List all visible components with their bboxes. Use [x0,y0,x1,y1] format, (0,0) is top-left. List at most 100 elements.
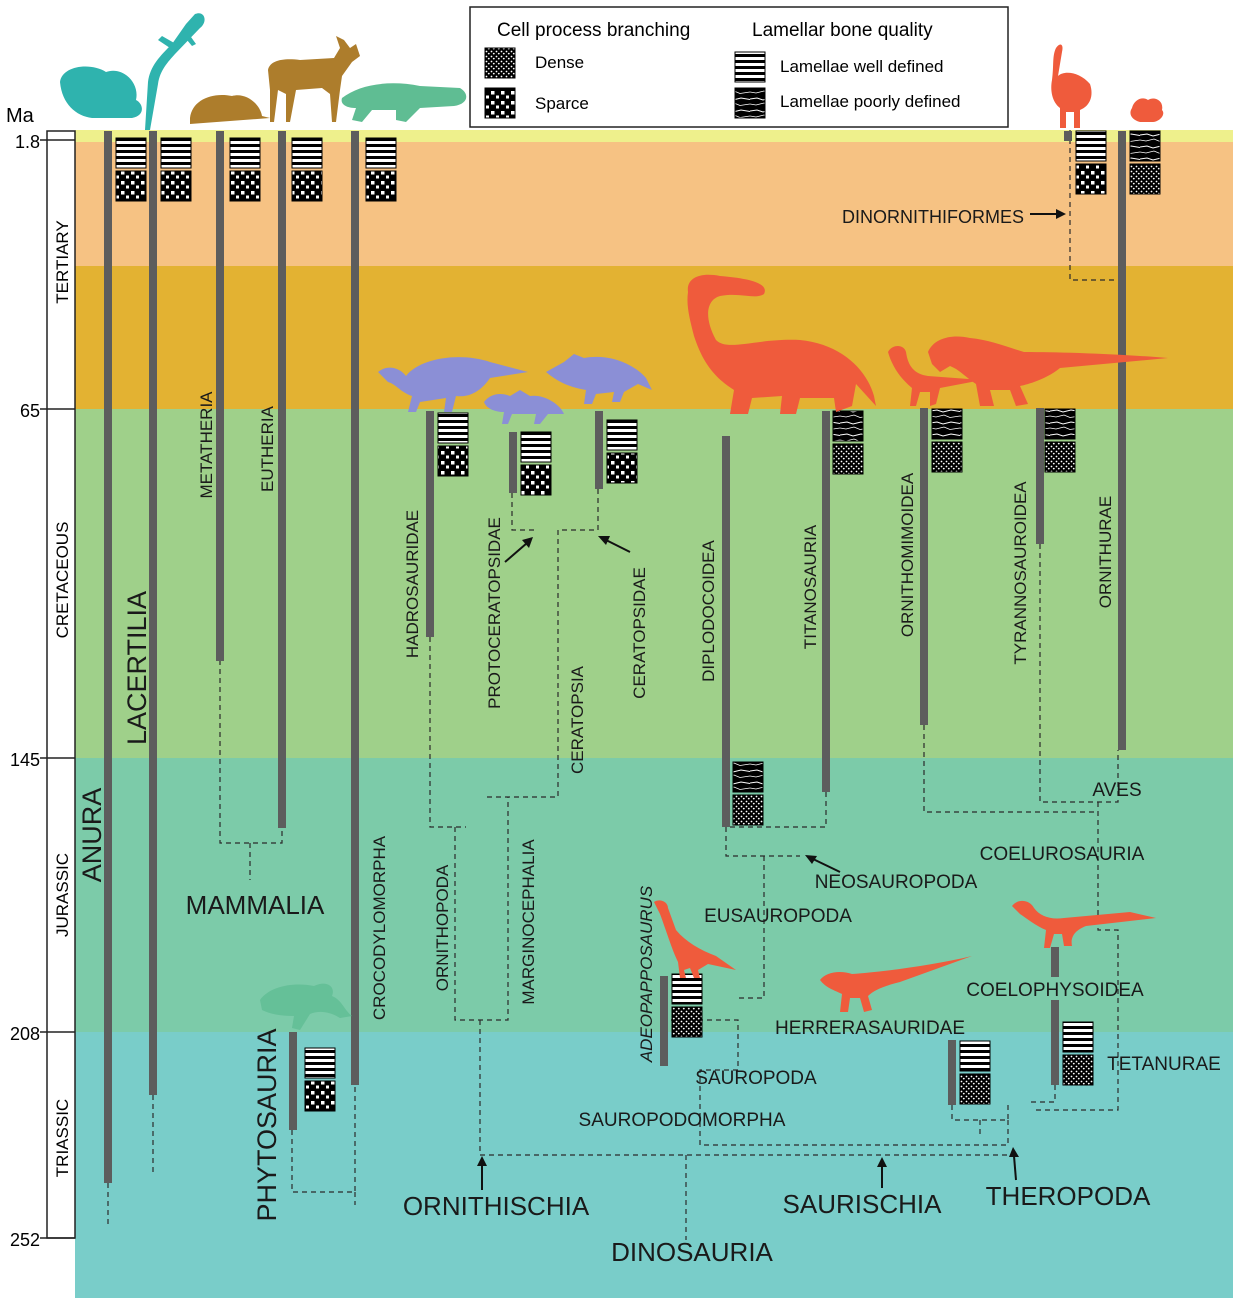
legend-well-swatch [735,52,765,82]
lacertilia-lamellae-swatch [161,138,191,168]
dinornithiformes-cell-swatch [1076,164,1106,194]
label-titanosauria: TITANOSAURIA [801,524,820,649]
bar-herrerasauridae [948,1040,956,1105]
diplodocoidea-lamellae-swatch [733,762,763,792]
anura-cell-swatch [116,171,146,201]
legend-well-label: Lamellae well defined [780,57,944,76]
bar-coelophysoidea-upper [1051,947,1059,977]
label-coelurosauria: COELUROSAURIA [980,844,1145,865]
herrerasauridae-cell-swatch [960,1074,990,1104]
eutheria-lamellae-swatch [292,138,322,168]
label-hadrosauridae: HADROSAURIDAE [403,510,422,658]
label-ceratopsidae: CERATOPSIDAE [630,567,649,699]
ornithomimoidea-lamellae-swatch [932,409,962,439]
armadillo-silhouette [190,95,270,124]
titanosauria-lamellae-swatch [833,411,863,441]
bar-crocodylomorpha [351,131,359,1085]
label-ceratopsia: CERATOPSIA [568,665,587,774]
time-axis: Ma 1.8 65 145 208 252 TERTIARY CRETACEOU… [6,105,75,1250]
legend-sparse-label: Sparce [535,94,589,113]
herrerasauridae-lamellae-swatch [960,1041,990,1071]
tyrannosauroidea-lamellae-swatch [1045,409,1075,439]
ceratopsidae-lamellae-swatch [607,420,637,450]
tyrannosauroidea-cell-swatch [1045,442,1075,472]
legend: Cell process branching Lamellar bone qua… [470,7,1008,127]
label-tetanurae: TETANURAE [1107,1054,1221,1075]
label-diplodocoidea: DIPLODOCOIDEA [699,539,718,681]
label-marginocephalia: MARGINOCEPHALIA [519,839,538,1005]
crocodile-silhouette [342,83,467,122]
legend-poor-label: Lamellae poorly defined [780,92,961,111]
legend-sparse-swatch [485,88,515,118]
ornithomimoidea-cell-swatch [932,442,962,472]
metatheria-lamellae-swatch [230,138,260,168]
tick-label-208: 208 [10,1024,40,1044]
legend-dense-swatch [485,48,515,78]
legend-lamellar-title: Lamellar bone quality [752,20,933,41]
bar-tyrannosauroidea [1036,408,1044,544]
band-tertiary-lower [75,266,1233,409]
bar-coelophysoidea [1051,1000,1059,1085]
eutheria-cell-swatch [292,171,322,201]
period-label-triassic: TRIASSIC [53,1099,72,1177]
label-ornithopoda: ORNITHOPODA [433,864,452,991]
adeopapposaurus-lamellae-swatch [672,974,702,1004]
dinornithiformes-lamellae-swatch [1076,131,1106,161]
bar-ornithomimoidea [920,408,928,725]
label-ornithischia: ORNITHISCHIA [403,1191,590,1221]
tick-label-145: 145 [10,750,40,770]
period-label-tertiary: TERTIARY [53,220,72,303]
label-dinosauria: DINOSAURIA [611,1237,773,1267]
hadrosauridae-lamellae-swatch [438,413,468,443]
bar-ceratopsidae [595,411,603,489]
label-metatheria: METATHERIA [197,391,216,499]
label-adeopapposaurus: ADEOPAPPOSAURUS [637,885,656,1063]
frog-silhouette [60,67,142,118]
label-dinornithiformes: DINORNITHIFORMES [842,207,1024,227]
titanosauria-cell-swatch [833,444,863,474]
bird-silhouette [1130,98,1163,122]
label-aves: AVES [1092,780,1141,801]
bar-protoceratopsidae [509,432,517,493]
label-phytosauria: PHYTOSAURIA [252,1028,282,1221]
legend-dense-label: Dense [535,53,584,72]
bar-titanosauria [822,411,830,792]
label-ornithomimoidea: ORNITHOMIMOIDEA [898,472,917,637]
ornithurae-cell-swatch [1130,164,1160,194]
bar-hadrosauridae [426,411,434,637]
ceratopsidae-cell-swatch [607,453,637,483]
tick-label-252: 252 [10,1230,40,1250]
phytosauria-lamellae-swatch [305,1048,335,1078]
legend-cell-title: Cell process branching [497,20,690,41]
label-eusauropoda: EUSAUROPODA [704,906,852,927]
lacertilia-cell-swatch [161,171,191,201]
hadrosauridae-cell-swatch [438,446,468,476]
tick-label-1-8: 1.8 [15,132,40,152]
deer-silhouette [268,36,360,122]
label-anura: ANURA [77,788,107,883]
label-sauropodomorpha: SAUROPODOMORPHA [579,1110,786,1131]
label-lacertilia: LACERTILIA [122,591,152,745]
crocodylomorpha-cell-swatch [366,171,396,201]
label-ornithurae: ORNITHURAE [1096,496,1115,608]
period-label-jurassic: JURASSIC [53,853,72,937]
label-herrerasauridae: HERRERASAURIDAE [775,1018,965,1039]
crocodylomorpha-lamellae-swatch [366,138,396,168]
bar-metatheria [216,131,224,661]
ornithurae-lamellae-swatch [1130,131,1160,161]
label-tyrannosauroidea: TYRANNOSAUROIDEA [1011,481,1030,665]
bar-diplodocoidea [722,436,730,827]
label-sauropoda: SAUROPODA [695,1068,817,1089]
diplodocoidea-cell-swatch [733,795,763,825]
label-neosauropoda: NEOSAUROPODA [815,872,978,893]
bar-phytosauria [289,1032,297,1130]
axis-unit: Ma [6,105,35,127]
protoceratopsidae-cell-swatch [521,465,551,495]
adeopapposaurus-cell-swatch [672,1007,702,1037]
tick-label-65: 65 [20,401,40,421]
label-theropoda: THEROPODA [986,1181,1151,1211]
bar-anura [104,131,112,1183]
metatheria-cell-swatch [230,171,260,201]
legend-poor-swatch [735,88,765,118]
